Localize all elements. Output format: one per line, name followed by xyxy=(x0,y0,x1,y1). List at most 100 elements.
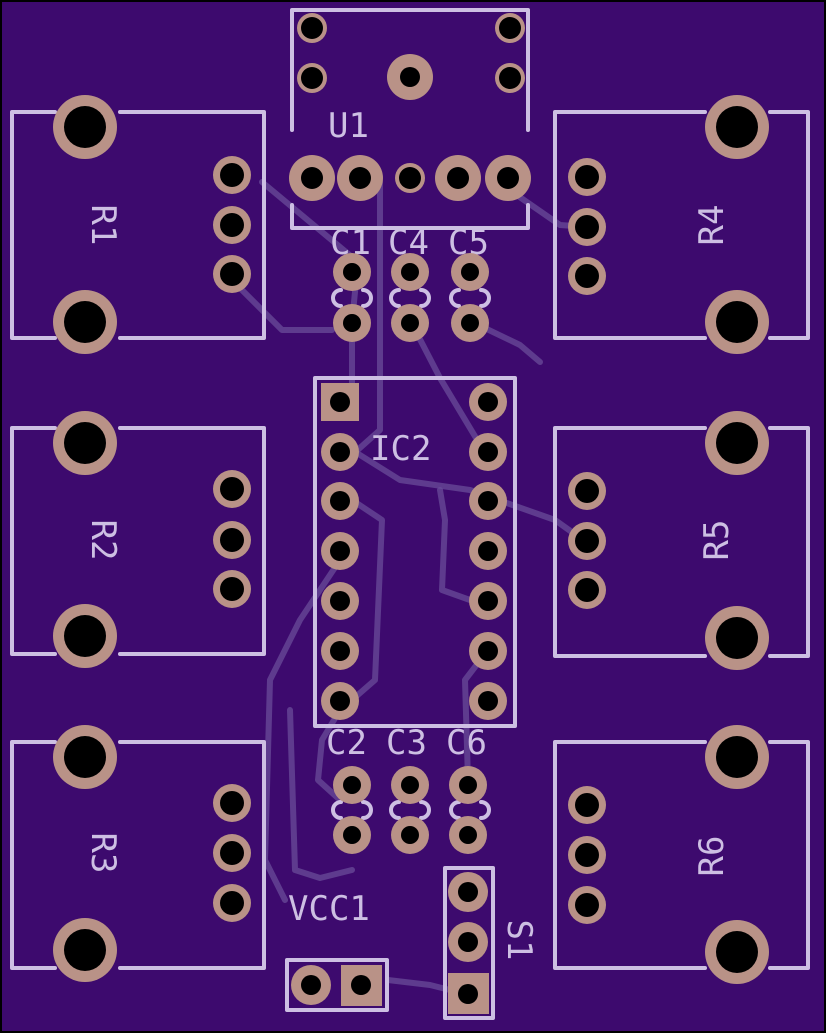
r2-outline-right xyxy=(118,426,266,656)
drill xyxy=(220,262,244,286)
drill xyxy=(401,263,419,281)
drill xyxy=(716,617,758,659)
drill xyxy=(716,106,758,148)
drill xyxy=(461,263,479,281)
r5-label: R5 xyxy=(697,520,737,561)
drill xyxy=(499,17,521,39)
drill xyxy=(575,264,599,288)
drill xyxy=(497,167,519,189)
drill xyxy=(575,893,599,917)
drill xyxy=(716,422,758,464)
drill xyxy=(575,215,599,239)
drill xyxy=(447,167,469,189)
u1-outline-bottom xyxy=(290,203,530,230)
drill xyxy=(330,591,350,611)
ic2-chip: IC2 xyxy=(313,376,517,728)
drill xyxy=(459,776,477,794)
trace xyxy=(259,179,361,403)
drill xyxy=(478,392,498,412)
drill xyxy=(478,641,498,661)
r3-outline-left xyxy=(10,740,57,970)
r5-outline-right xyxy=(768,426,810,658)
drill xyxy=(478,691,498,711)
capacitors-top: C1 C4 C5 xyxy=(330,223,491,342)
drill xyxy=(478,591,498,611)
vcc1-outline xyxy=(285,958,389,1012)
s1-label: S1 xyxy=(499,920,539,961)
drill xyxy=(458,882,478,902)
c3-silk xyxy=(389,800,431,820)
drill xyxy=(461,314,479,332)
c2-silk xyxy=(331,800,373,820)
drill xyxy=(301,975,321,995)
drill xyxy=(400,67,420,87)
s1-outline xyxy=(443,866,495,1020)
capacitors-bottom: C2 C3 C6 xyxy=(326,723,491,854)
drill xyxy=(64,301,106,343)
r1-outline-left xyxy=(10,110,57,340)
drill xyxy=(220,528,244,552)
drill xyxy=(575,793,599,817)
trace xyxy=(437,487,473,603)
vcc1-header: VCC1 xyxy=(285,889,389,1012)
drill xyxy=(330,691,350,711)
drill xyxy=(64,106,106,148)
drill xyxy=(220,477,244,501)
r4-label: R4 xyxy=(692,205,732,246)
drill xyxy=(343,263,361,281)
c1-silk xyxy=(331,288,373,308)
r2-label: R2 xyxy=(83,520,123,561)
r4-potentiometer: R4 xyxy=(553,95,810,354)
drill xyxy=(399,167,421,189)
drill xyxy=(716,931,758,973)
drill xyxy=(575,479,599,503)
drill xyxy=(575,529,599,553)
drill xyxy=(301,67,323,89)
drill xyxy=(716,736,758,778)
drill xyxy=(64,422,106,464)
u1-outline-top xyxy=(290,8,530,132)
r6-label: R6 xyxy=(692,836,732,877)
drill xyxy=(343,776,361,794)
s1-switch: S1 xyxy=(443,866,539,1020)
drill xyxy=(478,541,498,561)
drill xyxy=(64,736,106,778)
drill xyxy=(575,578,599,602)
trace xyxy=(229,277,335,333)
drill xyxy=(301,167,323,189)
ic2-outline xyxy=(313,376,517,728)
drill xyxy=(351,975,371,995)
drill xyxy=(499,67,521,89)
c2-label: C2 xyxy=(326,723,367,763)
trace xyxy=(349,447,593,548)
drill xyxy=(401,314,419,332)
r4-outline-right xyxy=(768,110,810,340)
drill xyxy=(575,843,599,867)
c5-silk xyxy=(449,288,491,308)
r6-potentiometer: R6 xyxy=(553,725,810,984)
drill xyxy=(349,167,371,189)
r5-potentiometer: R5 xyxy=(553,411,810,670)
r1-potentiometer: R1 xyxy=(10,95,266,354)
drill xyxy=(64,615,106,657)
drill xyxy=(301,17,323,39)
r3-potentiometer: R3 xyxy=(10,725,266,982)
drill xyxy=(220,891,244,915)
ic2-label: IC2 xyxy=(370,429,431,469)
drill xyxy=(330,641,350,661)
c6-label: C6 xyxy=(446,723,487,763)
trace xyxy=(287,707,355,881)
drill xyxy=(330,392,350,412)
drill xyxy=(220,841,244,865)
r6-outline-left xyxy=(553,740,707,970)
vcc1-label: VCC1 xyxy=(288,889,370,929)
r6-outline-right xyxy=(768,740,810,970)
r3-label: R3 xyxy=(83,833,123,874)
drill xyxy=(478,491,498,511)
drill xyxy=(220,163,244,187)
drill xyxy=(220,213,244,237)
r1-label: R1 xyxy=(83,205,123,246)
r5-outline-left xyxy=(553,426,707,658)
drill xyxy=(330,491,350,511)
